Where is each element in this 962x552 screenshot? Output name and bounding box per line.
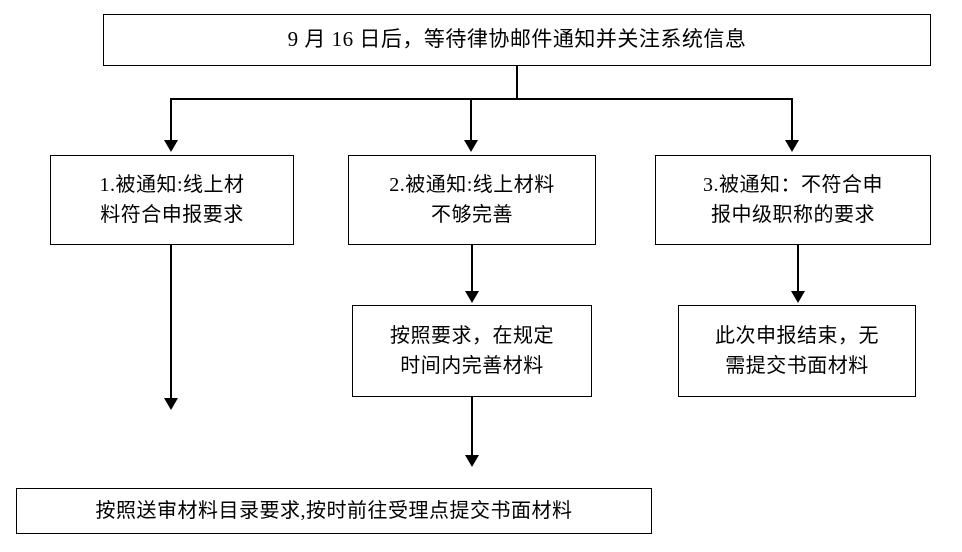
- connector-horizontal-bus: [170, 98, 792, 100]
- node-top-notice: 9 月 16 日后，等待律协邮件通知并关注系统信息: [103, 14, 931, 66]
- node-branch-3-label: 3.被通知：不符合申 报中级职称的要求: [703, 174, 883, 226]
- connector-bus-to-branch1: [170, 98, 172, 142]
- connector-branch2-to-second: [471, 245, 473, 293]
- connector-top-stem: [516, 66, 518, 99]
- node-final-submit: 按照送审材料目录要求,按时前往受理点提交书面材料: [16, 488, 652, 534]
- arrowhead-final: [465, 455, 479, 467]
- connector-bus-to-branch2: [470, 98, 472, 142]
- arrowhead-branch2: [464, 140, 478, 152]
- arrowhead-second-2: [465, 291, 479, 303]
- node-branch-2: 2.被通知:线上材料 不够完善: [348, 155, 596, 245]
- node-branch-1: 1.被通知:线上材 料符合申报要求: [50, 155, 294, 245]
- node-top-notice-label: 9 月 16 日后，等待律协邮件通知并关注系统信息: [287, 27, 747, 52]
- node-branch-3: 3.被通知：不符合申 报中级职称的要求: [655, 155, 931, 245]
- arrowhead-branch1: [164, 140, 178, 152]
- connector-branch3-to-second: [797, 245, 799, 293]
- arrowhead-second-3: [791, 291, 805, 303]
- arrowhead-branch3: [785, 140, 799, 152]
- connector-second2-to-final: [471, 397, 473, 457]
- connector-branch1-to-final: [170, 245, 172, 400]
- node-second-2-label: 按照要求，在规定 时间内完善材料: [390, 325, 554, 377]
- connector-bus-to-branch3: [791, 98, 793, 142]
- node-branch-2-label: 2.被通知:线上材料 不够完善: [389, 174, 555, 226]
- node-second-3: 此次申报结束，无 需提交书面材料: [678, 305, 916, 397]
- arrowhead-branch1-final: [164, 398, 178, 410]
- node-second-2: 按照要求，在规定 时间内完善材料: [352, 305, 592, 397]
- node-final-submit-label: 按照送审材料目录要求,按时前往受理点提交书面材料: [95, 500, 573, 522]
- node-branch-1-label: 1.被通知:线上材 料符合申报要求: [99, 174, 245, 226]
- node-second-3-label: 此次申报结束，无 需提交书面材料: [715, 325, 879, 377]
